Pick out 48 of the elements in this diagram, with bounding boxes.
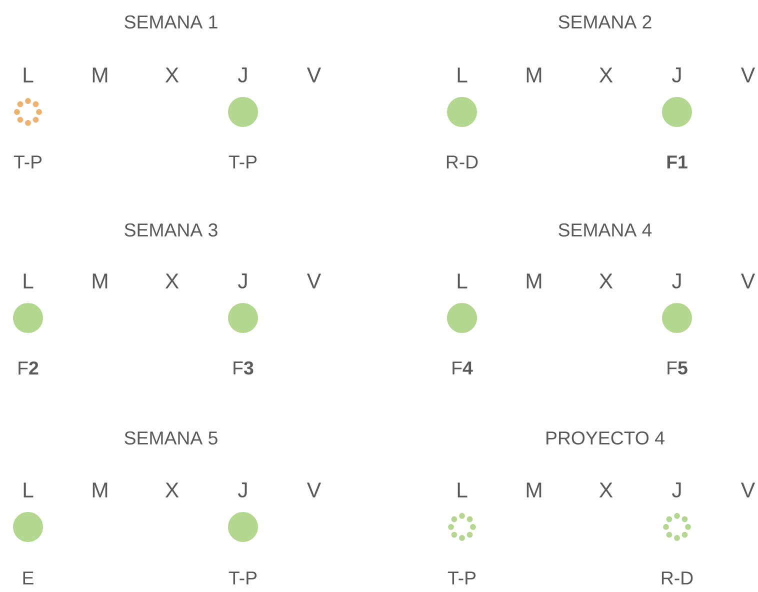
filled-circle	[228, 303, 258, 333]
filled-circle	[447, 97, 477, 127]
weekday-letter: X	[165, 482, 179, 498]
weekday-letter: M	[526, 68, 542, 82]
weekday-letter: V	[740, 482, 756, 498]
day-label: F3	[234, 361, 254, 375]
filled-circle	[13, 303, 43, 333]
weekday-letter: V	[740, 68, 756, 82]
weekday-letter: X	[165, 68, 179, 82]
filled-circle	[228, 512, 258, 542]
weekday-letter: X	[165, 274, 179, 288]
day-label: T-P	[448, 572, 476, 584]
day-label: E	[23, 572, 34, 584]
dotted-circle	[448, 513, 476, 541]
day-label: F5	[668, 361, 688, 374]
weekday-letter: X	[599, 68, 613, 82]
weekday-letter: M	[526, 482, 542, 498]
filled-circle	[662, 303, 692, 333]
week-title: SEMANA 1	[124, 15, 218, 29]
filled-circle	[662, 97, 692, 127]
weekday-letter: X	[599, 482, 613, 498]
day-label: R-D	[662, 572, 693, 584]
weekday-letter: M	[92, 274, 108, 288]
dotted-circle	[663, 513, 691, 541]
filled-circle	[228, 97, 258, 127]
filled-circle	[447, 303, 477, 333]
day-label: F4	[452, 362, 473, 374]
dotted-circle	[14, 98, 42, 126]
day-label: T-P	[228, 156, 257, 168]
weekday-letter: V	[306, 482, 322, 498]
weekday-letter: M	[92, 68, 108, 82]
weekday-letter: M	[92, 482, 108, 498]
day-label: T-P	[14, 156, 42, 168]
day-label: T-P	[228, 572, 257, 584]
filled-circle	[13, 512, 43, 542]
weekday-letter: X	[599, 274, 613, 288]
day-label: R-D	[446, 156, 478, 168]
day-label: F2	[18, 361, 38, 374]
week-title: PROYECTO 4	[546, 431, 664, 445]
weekday-letter: V	[740, 274, 756, 288]
weekday-letter: M	[526, 274, 542, 288]
week-title: SEMANA 4	[558, 223, 652, 237]
day-label: F1	[667, 156, 688, 168]
weekday-letter: V	[306, 68, 322, 82]
week-title: SEMANA 3	[124, 223, 218, 237]
weekday-letter: V	[306, 274, 322, 288]
week-title: SEMANA 2	[558, 15, 652, 29]
week-title: SEMANA 5	[124, 431, 218, 445]
